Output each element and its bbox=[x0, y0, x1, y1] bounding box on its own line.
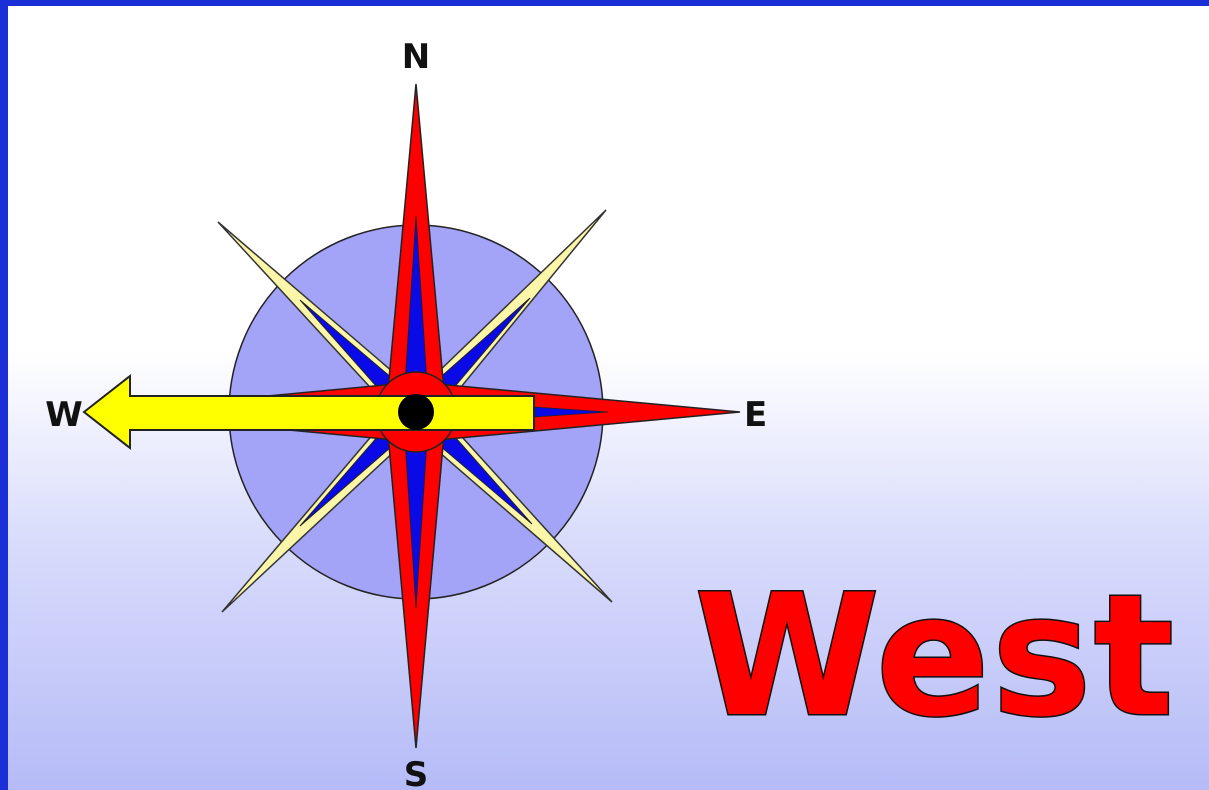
direction-word: West bbox=[694, 558, 1176, 754]
compass-rose-diagram: N S E W West bbox=[8, 6, 1209, 790]
east-label: E bbox=[744, 395, 767, 435]
west-label: W bbox=[45, 395, 83, 435]
south-label: S bbox=[404, 755, 429, 790]
north-label: N bbox=[402, 37, 430, 77]
slide-canvas: N S E W West bbox=[8, 6, 1209, 790]
hub-center bbox=[398, 394, 434, 430]
